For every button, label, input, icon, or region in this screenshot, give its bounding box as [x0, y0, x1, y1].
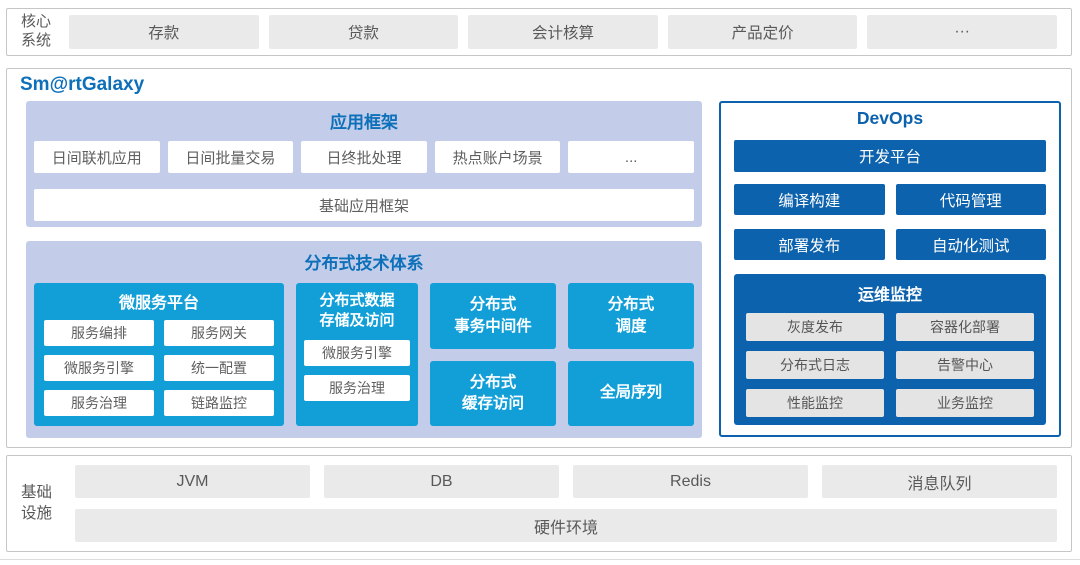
core-system-bar: 核心 系统 存款 贷款 会计核算 产品定价 ···	[6, 8, 1072, 56]
infrastructure-row: JVM DB Redis 消息队列	[75, 465, 1057, 498]
monitor-distributed-log: 分布式日志	[746, 351, 884, 379]
monitor-gray-release: 灰度发布	[746, 313, 884, 341]
monitor-performance: 性能监控	[746, 389, 884, 417]
dev-platform: 开发平台	[734, 140, 1046, 172]
distributed-title: 分布式技术体系	[304, 254, 424, 273]
micro-item-engine: 微服务引擎	[44, 355, 154, 381]
devops-body: 开发平台 编译构建 代码管理 部署发布 自动化测试 运维监控 灰度发布 容器化部…	[721, 129, 1059, 425]
micro-item-gateway: 服务网关	[164, 320, 274, 346]
app-framework-panel: 应用框架 日间联机应用 日间批量交易 日终批处理 热点账户场景 ... 基础应用…	[26, 101, 702, 227]
devops-code-mgmt: 代码管理	[895, 184, 1046, 215]
micro-item-config: 统一配置	[164, 355, 274, 381]
app-item-batch-trade: 日间批量交易	[167, 141, 294, 173]
galaxy-left-column: 应用框架 日间联机应用 日间批量交易 日终批处理 热点账户场景 ... 基础应用…	[26, 101, 702, 438]
app-framework-title: 应用框架	[330, 113, 398, 132]
core-system-item-more: ···	[867, 15, 1057, 49]
devops-title: DevOps	[856, 108, 924, 128]
infra-item-jvm: JVM	[75, 465, 310, 498]
distributed-stack-right: 分布式 调度 全局序列	[568, 283, 694, 426]
micro-item-tracing: 链路监控	[164, 390, 274, 416]
bottom-divider	[0, 559, 1080, 560]
ops-monitoring-title: 运维监控	[857, 287, 922, 304]
smartgalaxy-title: Sm@rtGalaxy	[20, 74, 145, 95]
distributed-transaction-middleware: 分布式 事务中间件	[430, 283, 556, 349]
micro-item-governance: 服务治理	[44, 390, 154, 416]
core-system-item-loan: 贷款	[268, 15, 459, 49]
microservice-platform: 微服务平台 服务编排 服务网关 微服务引擎 统一配置 服务治理 链路监控	[34, 283, 284, 426]
app-framework-row: 日间联机应用 日间批量交易 日终批处理 热点账户场景 ...	[34, 141, 694, 173]
infra-item-mq: 消息队列	[822, 465, 1057, 498]
infrastructure-bar: 基础 设施 JVM DB Redis 消息队列 硬件环境	[6, 455, 1072, 552]
global-sequence: 全局序列	[568, 360, 694, 426]
microservice-platform-title: 微服务平台	[118, 295, 199, 312]
monitor-alert-center: 告警中心	[896, 351, 1034, 379]
base-app-framework: 基础应用框架	[34, 189, 694, 221]
app-item-more: ...	[568, 141, 694, 173]
core-system-item-accounting: 会计核算	[468, 15, 658, 49]
smartgalaxy-container: Sm@rtGalaxy 应用框架 日间联机应用 日间批量交易 日终批处理 热点账…	[6, 68, 1072, 448]
ops-monitoring-panel: 运维监控 灰度发布 容器化部署 分布式日志 告警中心 性能监控 业务监控	[734, 274, 1046, 425]
app-item-eod-batch: 日终批处理	[301, 141, 427, 173]
devops-build: 编译构建	[734, 184, 885, 215]
infrastructure-content: JVM DB Redis 消息队列 硬件环境	[75, 465, 1057, 542]
ops-monitoring-grid: 灰度发布 容器化部署 分布式日志 告警中心 性能监控 业务监控	[746, 313, 1034, 417]
app-item-online: 日间联机应用	[34, 141, 160, 173]
infrastructure-label: 基础 设施	[21, 484, 53, 522]
infra-item-db: DB	[324, 465, 559, 498]
app-item-hot-account: 热点账户场景	[434, 141, 561, 173]
core-system-item-deposit: 存款	[69, 15, 259, 49]
hardware-environment: 硬件环境	[75, 509, 1057, 542]
distributed-row: 微服务平台 服务编排 服务网关 微服务引擎 统一配置 服务治理 链路监控 分布式…	[34, 283, 694, 426]
microservice-grid: 服务编排 服务网关 微服务引擎 统一配置 服务治理 链路监控	[44, 320, 274, 416]
distributed-storage-title: 分布式数据 存储及访问	[319, 292, 395, 330]
devops-auto-test: 自动化测试	[895, 229, 1046, 260]
devops-deploy: 部署发布	[734, 229, 885, 260]
monitor-container-deploy: 容器化部署	[896, 313, 1034, 341]
devops-panel: DevOps 开发平台 编译构建 代码管理 部署发布 自动化测试 运维监控 灰度…	[719, 101, 1061, 437]
storage-item-governance: 服务治理	[304, 374, 410, 401]
distributed-cache-access: 分布式 缓存访问	[430, 360, 556, 426]
storage-item-engine: 微服务引擎	[304, 339, 410, 366]
distributed-stack-left: 分布式 事务中间件 分布式 缓存访问	[430, 283, 556, 426]
core-system-label: 核心 系统	[21, 13, 52, 49]
monitor-business: 业务监控	[896, 389, 1034, 417]
devops-tools-grid: 编译构建 代码管理 部署发布 自动化测试	[734, 184, 1046, 260]
distributed-storage: 分布式数据 存储及访问 微服务引擎 服务治理	[296, 283, 418, 426]
core-system-item-pricing: 产品定价	[667, 15, 858, 49]
infra-item-redis: Redis	[573, 465, 808, 498]
distributed-panel: 分布式技术体系 微服务平台 服务编排 服务网关 微服务引擎 统一配置 服务治理 …	[26, 241, 702, 438]
micro-item-orchestration: 服务编排	[44, 320, 154, 346]
distributed-scheduler: 分布式 调度	[568, 283, 694, 349]
